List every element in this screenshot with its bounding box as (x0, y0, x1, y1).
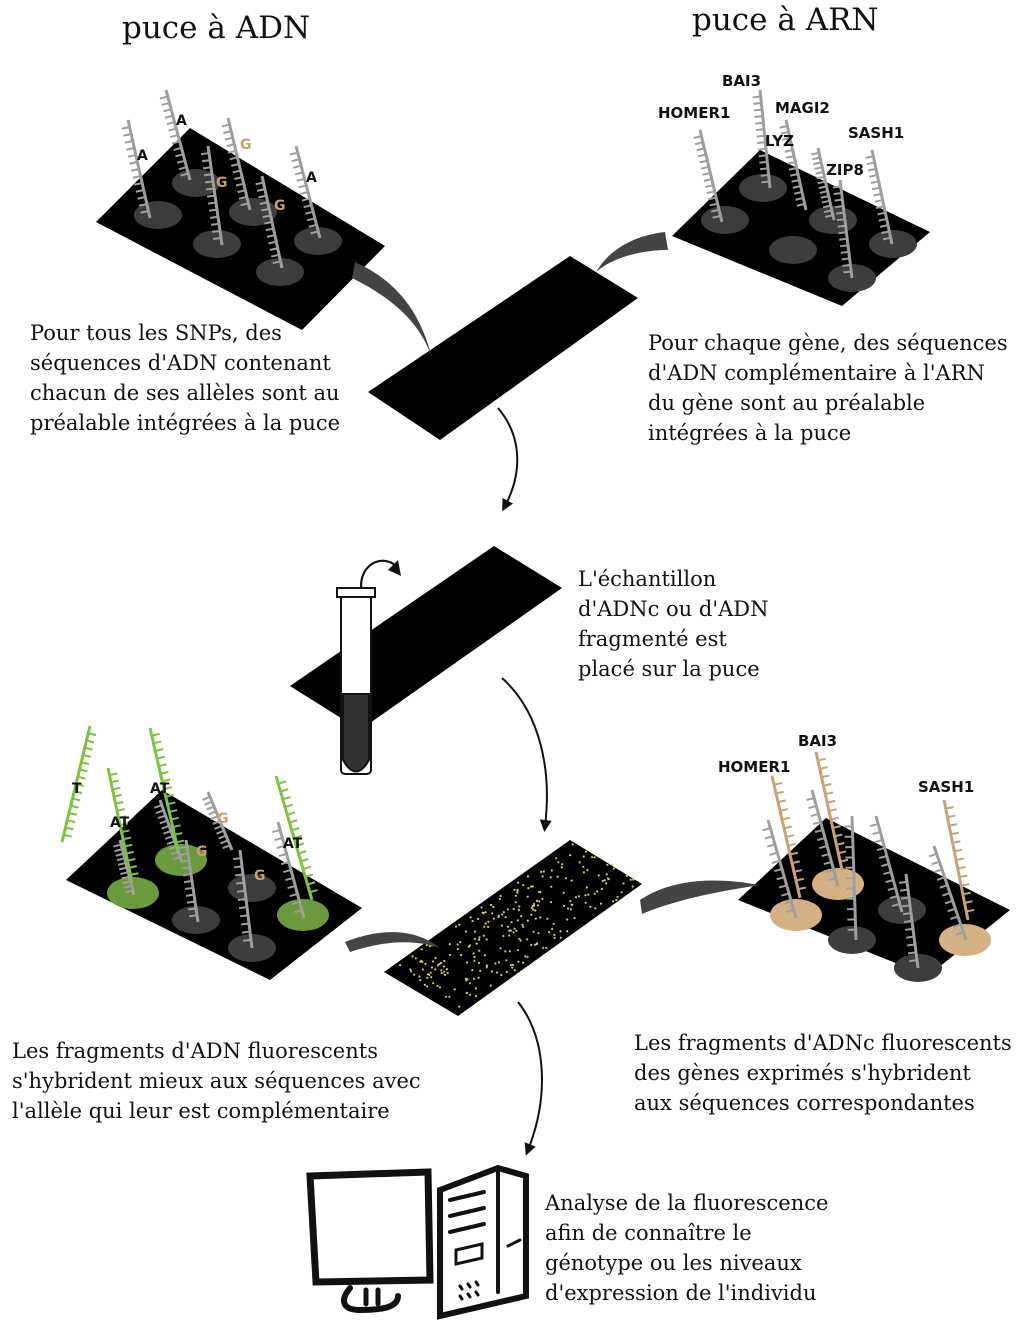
dna-strand (811, 147, 836, 221)
dna-strand (221, 117, 252, 211)
probe-strands-top-right (693, 89, 894, 279)
callout-wedge-right (596, 232, 668, 272)
dna-strand (148, 727, 185, 851)
hybridized-strands-right (762, 751, 975, 969)
flow-arrow (501, 677, 552, 832)
allele-label: T (72, 781, 82, 797)
allele-label: G (240, 137, 252, 153)
hybridized-strands-left (60, 725, 318, 949)
probe-strands-top-left (121, 89, 322, 269)
allele-label: G (254, 868, 266, 884)
gene-label: SASH1 (848, 124, 904, 142)
chip-with-sample (290, 546, 562, 775)
gene-label: MAGI2 (775, 99, 830, 117)
dna-strand (113, 839, 136, 896)
gene-label: BAI3 (722, 72, 761, 90)
dna-strand (762, 819, 798, 919)
dna-strand (844, 815, 858, 941)
allele-label: AT (110, 815, 130, 831)
dna-strand (898, 873, 920, 969)
dna-chip-hybridized: T AT AT G G G AT (60, 725, 362, 980)
flow-arrow (517, 1001, 543, 1156)
dna-strand (232, 849, 254, 949)
dna-strand (159, 89, 192, 181)
caption-rna-hybrid: Les fragments d'ADNc fluorescents des gè… (634, 1031, 1012, 1115)
caption-dna-hybrid: Les fragments d'ADN fluorescents s'hybri… (12, 1039, 421, 1123)
allele-label: A (137, 148, 148, 164)
dna-strand (274, 775, 318, 901)
dna-strand (770, 775, 807, 899)
dna-strand (832, 179, 854, 279)
caption-dna-prep: Pour tous les SNPs, des séquences d'ADN … (30, 321, 341, 435)
dna-strand (928, 845, 968, 941)
allele-label: G (217, 811, 229, 827)
caption-analysis: Analyse de la fluorescence afin de conna… (545, 1191, 829, 1305)
caption-sample: L'échantillon d'ADNc ou d'ADN fragmenté … (578, 567, 769, 681)
dna-strand (60, 725, 97, 843)
dna-strand (202, 791, 234, 851)
callout-wedge-left (345, 932, 440, 952)
gene-label: ZIP8 (826, 161, 864, 179)
caption-rna-prep: Pour chaque gène, des séquences d'ADN co… (648, 331, 1008, 445)
callout-wedge-right (640, 880, 760, 914)
dna-strand (289, 145, 322, 239)
allele-label: AT (283, 836, 303, 852)
test-tube (336, 587, 376, 775)
dna-chip-top: A A G G G A (96, 89, 385, 330)
allele-label: G (216, 175, 228, 191)
dna-strand (814, 751, 849, 871)
dna-strand (153, 799, 184, 863)
dna-strand (752, 89, 772, 189)
gene-label: LYZ (765, 132, 794, 150)
flow-arrow (497, 407, 519, 512)
dna-strand (806, 789, 840, 887)
dna-strand (272, 821, 306, 919)
title-dna-chip: puce à ADN (122, 10, 311, 46)
allele-label: A (176, 113, 187, 129)
dna-strand (106, 767, 139, 883)
dna-strand (865, 149, 894, 245)
microarray-scan (345, 840, 760, 1016)
blank-chip (352, 232, 668, 440)
gene-label: HOMER1 (718, 758, 790, 776)
allele-label: G (274, 198, 286, 214)
callout-wedge-left (352, 262, 432, 358)
allele-label: G (196, 844, 208, 860)
dna-strand (779, 119, 808, 211)
title-rna-chip: puce à ARN (692, 2, 879, 38)
gene-label: BAI3 (798, 732, 837, 750)
gene-label: SASH1 (918, 778, 974, 796)
dna-strand (942, 799, 975, 921)
dna-strand (121, 119, 152, 219)
rna-chip-top: BAI3 HOMER1 MAGI2 LYZ SASH1 ZIP8 (658, 72, 930, 306)
dna-strand (255, 175, 284, 269)
allele-label: AT (150, 781, 170, 797)
dna-strand (178, 839, 200, 923)
rna-chip-hybridized: BAI3 HOMER1 SASH1 (718, 732, 1010, 982)
gene-label: HOMER1 (658, 104, 730, 122)
computer-icon (306, 1164, 529, 1320)
dna-strand (870, 815, 904, 913)
dna-strand (200, 145, 224, 246)
allele-label: A (306, 170, 317, 186)
dna-strand (693, 129, 724, 223)
fluorescent-spots (399, 843, 635, 1008)
